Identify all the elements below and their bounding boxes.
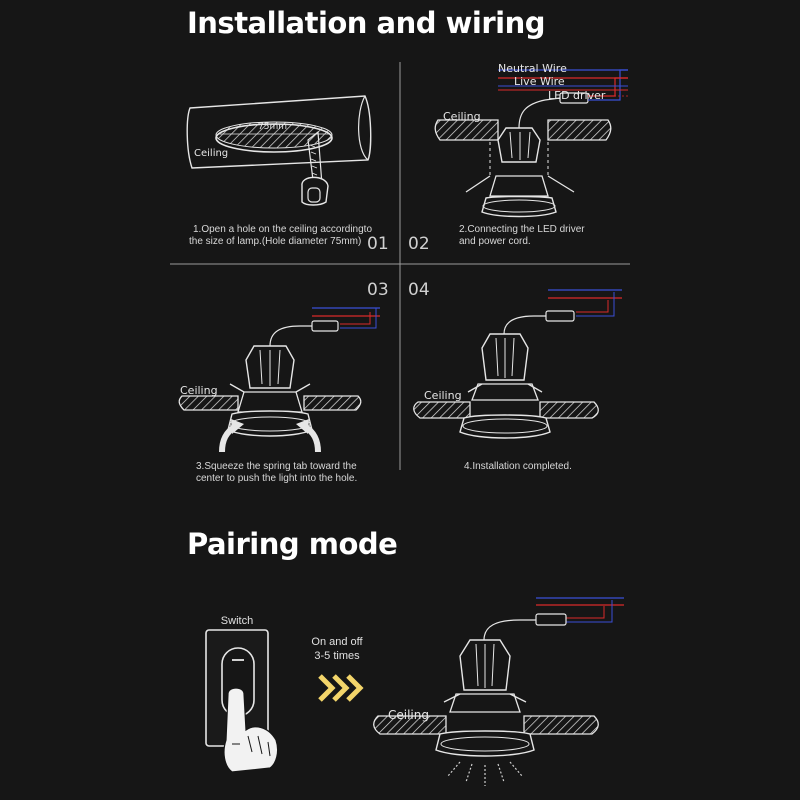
ceiling-label-pairing: Ceiling	[388, 708, 429, 722]
hole-diameter-label: 75mm	[258, 122, 287, 132]
step1-caption-line2: the size of lamp.(Hole diameter 75mm)	[189, 236, 362, 247]
ceiling-label-step4: Ceiling	[424, 389, 462, 402]
step1-caption-line1: 1.Open a hole on the ceiling accordingto	[193, 224, 373, 235]
led-driver-label: LED driver	[548, 89, 606, 102]
step3-caption-line1: 3.Squeeze the spring tab toward the	[196, 461, 357, 472]
on-off-text-line2: 3-5 times	[314, 650, 360, 662]
ceiling-label-step1: Ceiling	[194, 148, 229, 159]
pairing-title: Pairing mode	[187, 527, 398, 561]
step3-number: 03	[367, 280, 389, 300]
step4-caption-line1: 4.Installation completed.	[464, 461, 572, 472]
live-wire-label: Live Wire	[514, 75, 565, 88]
ceiling-label-step2: Ceiling	[443, 110, 481, 123]
ceiling-label-step3: Ceiling	[180, 384, 218, 397]
step1-number: 01	[367, 234, 389, 254]
switch-label: Switch	[220, 615, 254, 627]
step2-caption-line2: and power cord.	[459, 236, 531, 247]
neutral-wire-label: Neutral Wire	[498, 62, 567, 75]
installation-title: Installation and wiring	[187, 6, 546, 40]
step2-caption-line1: 2.Connecting the LED driver	[459, 224, 585, 235]
step3-caption-line2: center to push the light into the hole.	[196, 473, 358, 484]
step4-number: 04	[408, 280, 430, 300]
on-off-text-line1: On and off	[311, 636, 363, 648]
step2-number: 02	[408, 234, 430, 254]
